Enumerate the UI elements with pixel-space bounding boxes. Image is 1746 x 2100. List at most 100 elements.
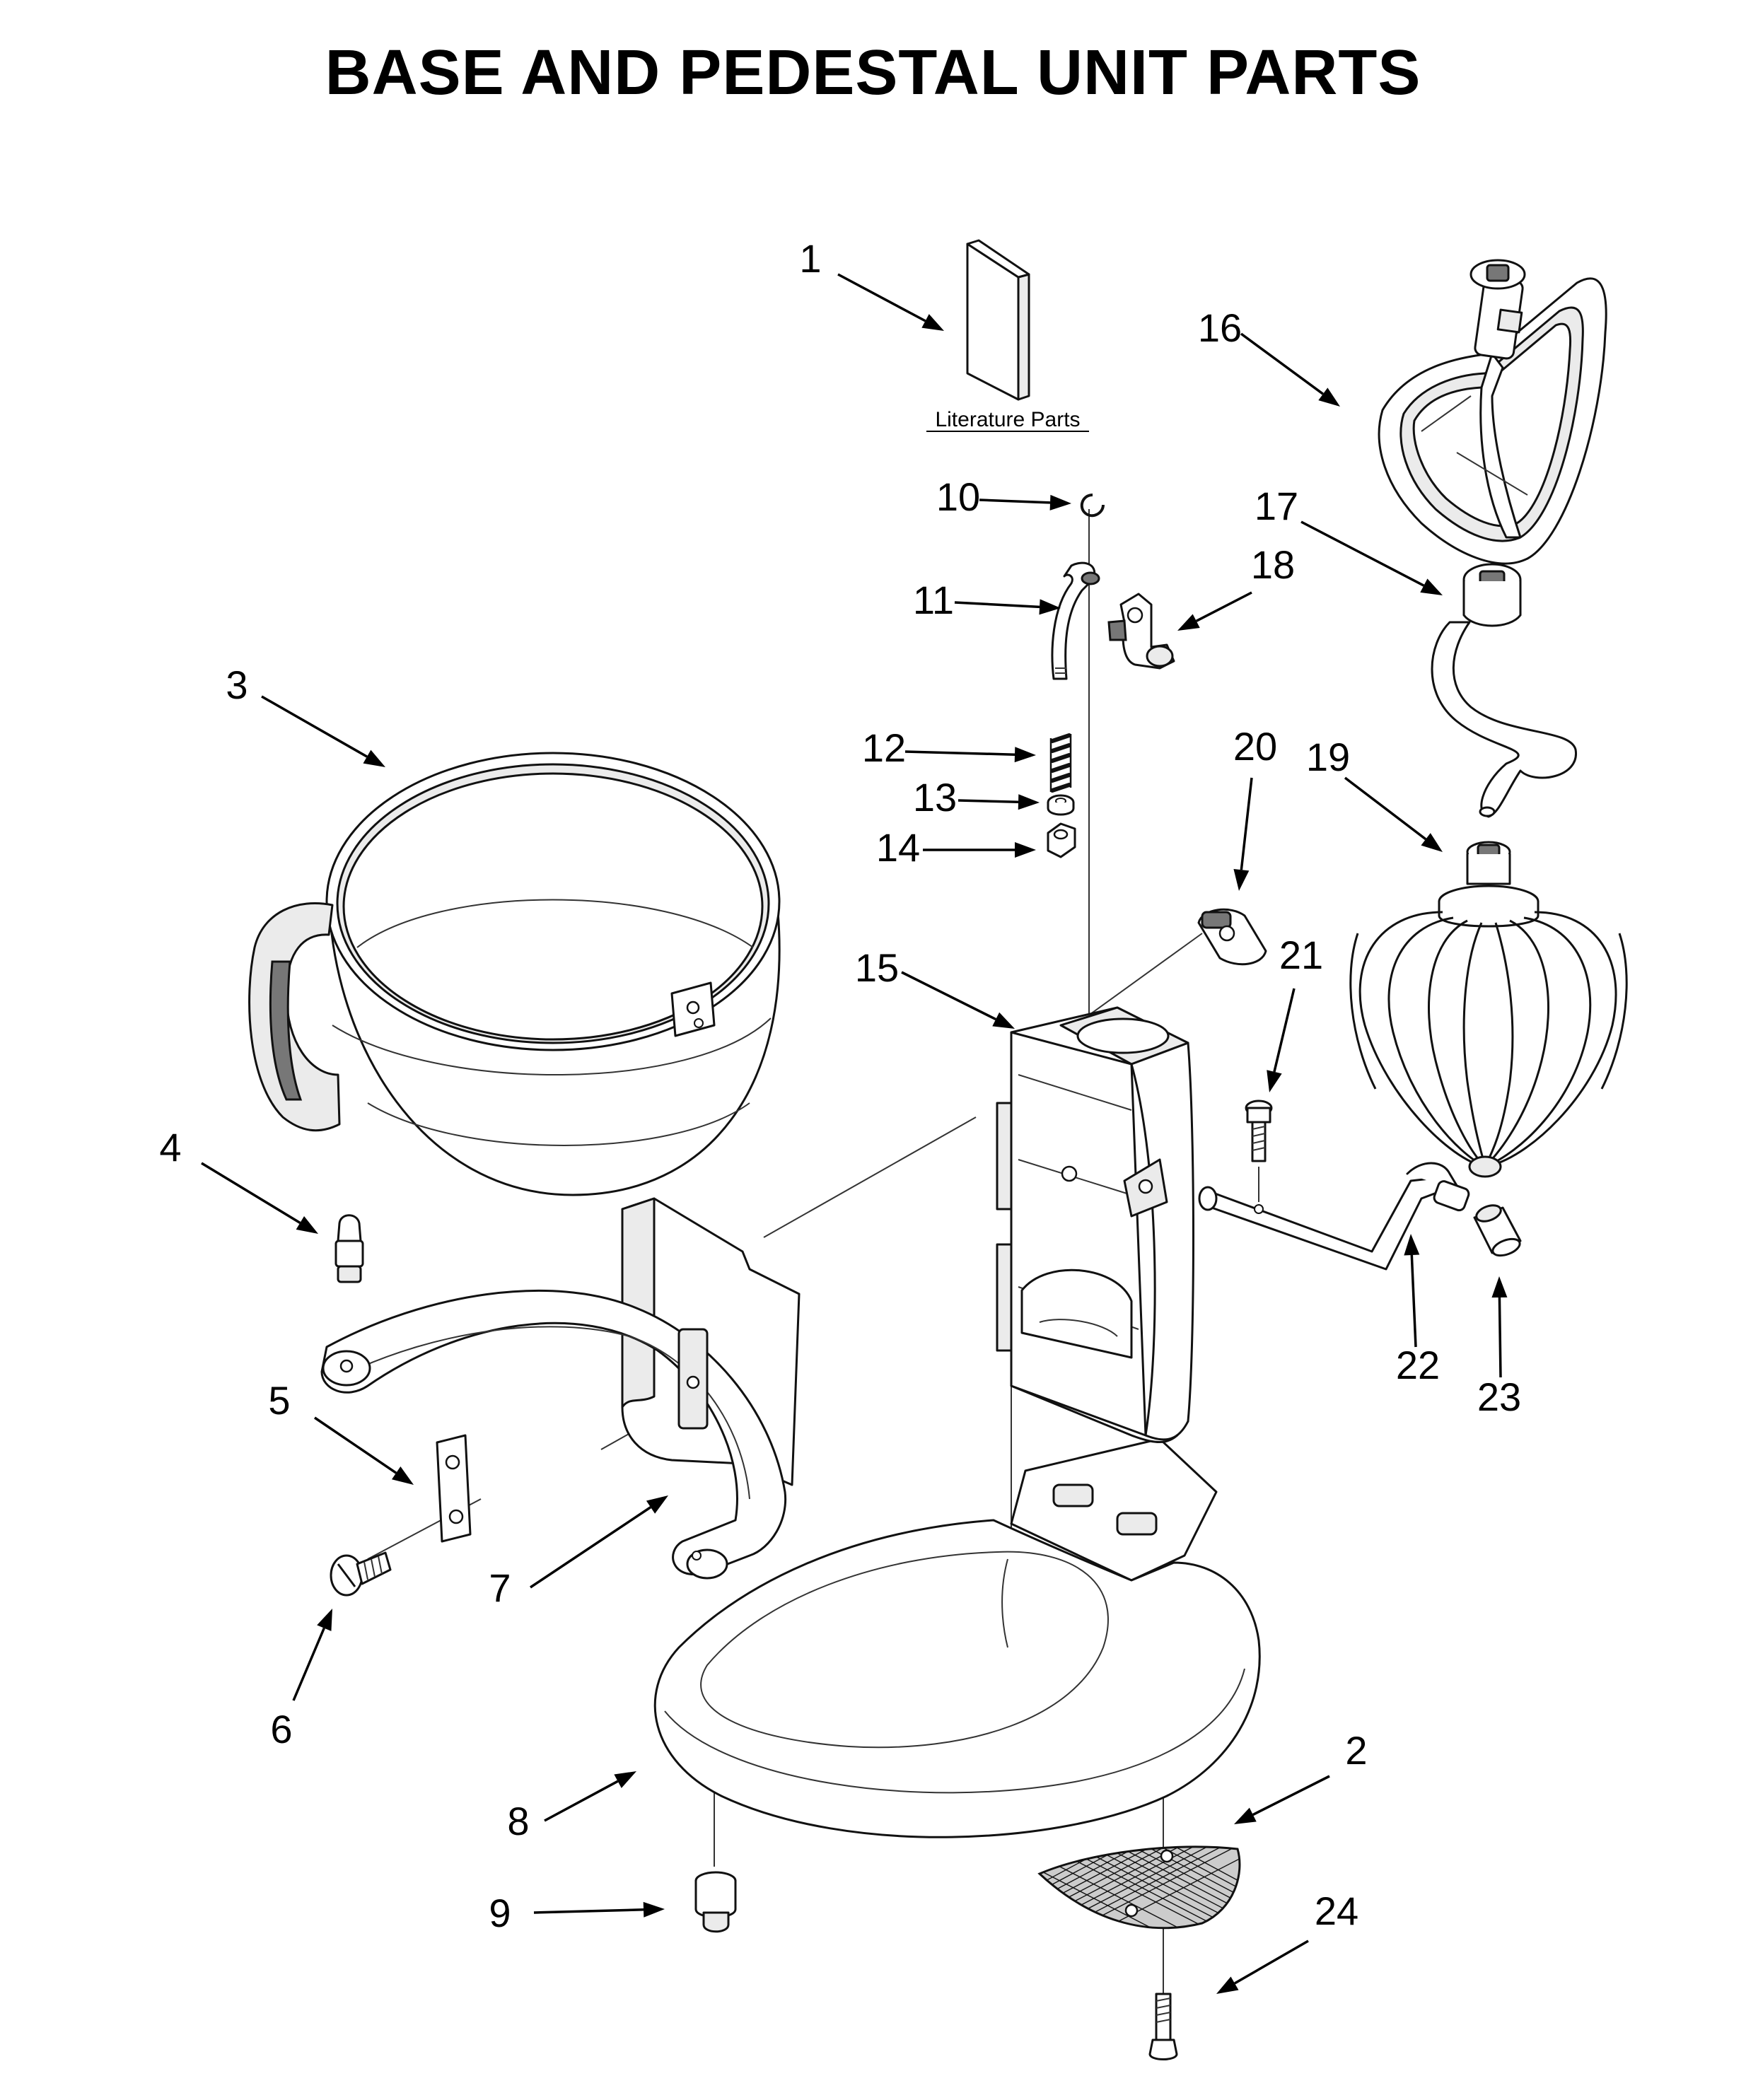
callout-9: 9 <box>489 1891 511 1935</box>
lift-rod <box>1051 561 1100 680</box>
leader-line-17 <box>1300 520 1425 587</box>
bowl-support-bracket <box>320 1197 801 1580</box>
leader-line-7 <box>530 1506 652 1589</box>
arrowhead-8 <box>614 1771 636 1788</box>
arrowhead-16 <box>1318 387 1340 407</box>
arrowhead-22 <box>1404 1234 1420 1256</box>
leader-line-3 <box>261 695 368 758</box>
callout-numbers: 1 2 3 4 5 6 7 8 9 10 11 12 13 14 15 16 1… <box>159 236 1521 1935</box>
pedestal-screw <box>1245 1099 1273 1162</box>
pedestal-lever <box>1197 908 1267 966</box>
leader-line-6 <box>292 1627 325 1701</box>
arrowhead-11 <box>1039 599 1061 615</box>
leader-line-10 <box>979 498 1051 504</box>
crank-knob <box>1473 1204 1522 1257</box>
leader-line-5 <box>314 1416 397 1474</box>
page-title: BASE AND PEDESTAL UNIT PARTS <box>325 37 1421 108</box>
callout-1: 1 <box>799 236 821 281</box>
mixer-base <box>653 1437 1261 1838</box>
arrowhead-4 <box>296 1216 318 1234</box>
callout-12: 12 <box>862 725 906 770</box>
arrowhead-15 <box>992 1012 1015 1029</box>
callout-4: 4 <box>159 1125 181 1169</box>
callout-23: 23 <box>1477 1375 1521 1419</box>
leader-line-15 <box>901 971 996 1021</box>
leader-line-1 <box>837 273 926 322</box>
arrowhead-1 <box>921 314 944 331</box>
callout-3: 3 <box>226 663 248 707</box>
callout-21: 21 <box>1279 933 1323 977</box>
callout-2: 2 <box>1345 1728 1367 1773</box>
arrowhead-12 <box>1014 747 1036 763</box>
callout-15: 15 <box>855 945 899 990</box>
arrowhead-17 <box>1420 578 1443 595</box>
leader-line-16 <box>1240 332 1324 395</box>
leader-line-21 <box>1273 988 1296 1073</box>
arrowhead-2 <box>1234 1807 1257 1824</box>
callout-5: 5 <box>268 1378 290 1423</box>
leader-line-24 <box>1234 1939 1309 1985</box>
arrowhead-18 <box>1177 614 1200 631</box>
leader-line-4 <box>201 1162 301 1224</box>
arrowhead-23 <box>1491 1276 1508 1298</box>
callout-16: 16 <box>1198 305 1242 350</box>
dough-hook <box>1431 563 1577 818</box>
leader-line-19 <box>1344 776 1427 841</box>
callout-19: 19 <box>1306 735 1350 779</box>
arrowhead-9 <box>643 1901 665 1918</box>
base-bolt <box>1148 1993 1178 2060</box>
callout-20: 20 <box>1233 724 1277 769</box>
mounting-plate <box>436 1434 472 1543</box>
leader-line-18 <box>1195 591 1252 622</box>
retaining-ring <box>1080 494 1105 518</box>
lift-washer <box>1047 794 1075 816</box>
arrowhead-14 <box>1015 842 1036 858</box>
leader-line-12 <box>904 750 1015 756</box>
lift-spring <box>1049 733 1072 793</box>
lift-nut <box>1047 822 1076 858</box>
callout-22: 22 <box>1396 1343 1440 1387</box>
arrowhead-7 <box>646 1495 668 1514</box>
leader-line-9 <box>533 1908 644 1914</box>
arrowhead-3 <box>363 749 385 767</box>
callout-8: 8 <box>507 1799 529 1843</box>
slotted-screw <box>330 1551 392 1597</box>
arrowhead-13 <box>1018 794 1040 810</box>
callout-24: 24 <box>1315 1889 1358 1933</box>
pedestal-column <box>996 1006 1194 1443</box>
arrowhead-20 <box>1233 868 1250 891</box>
leader-line-8 <box>544 1780 619 1822</box>
literature-parts: Literature Parts <box>926 239 1089 432</box>
wire-whip <box>1349 841 1628 1178</box>
leader-line-2 <box>1252 1775 1330 1816</box>
mixing-bowl <box>248 752 781 1196</box>
leader-line-22 <box>1410 1254 1417 1348</box>
callout-13: 13 <box>913 775 957 819</box>
rubber-foot <box>694 1871 737 1933</box>
literature-label: Literature Parts <box>935 408 1080 431</box>
bowl-pin <box>334 1214 364 1283</box>
arrowhead-24 <box>1216 1976 1239 1994</box>
arrowhead-5 <box>391 1466 414 1485</box>
arrowhead-6 <box>317 1609 332 1631</box>
leader-line-11 <box>954 601 1040 609</box>
leader-line-20 <box>1240 777 1253 870</box>
base-screen <box>1037 1845 1241 1930</box>
lift-bracket <box>1107 593 1175 670</box>
flat-beater <box>1378 259 1607 565</box>
callout-11: 11 <box>913 578 954 622</box>
leader-line-23 <box>1498 1297 1502 1378</box>
callout-17: 17 <box>1255 484 1298 528</box>
callout-14: 14 <box>876 825 920 870</box>
callout-10: 10 <box>936 474 980 519</box>
callout-7: 7 <box>489 1565 511 1610</box>
callout-6: 6 <box>270 1707 292 1751</box>
callout-leader-arrows <box>201 273 1508 1994</box>
arrowhead-21 <box>1267 1070 1282 1092</box>
leader-line-13 <box>958 799 1019 803</box>
arrowhead-19 <box>1421 833 1443 852</box>
arrowhead-10 <box>1049 494 1071 511</box>
callout-18: 18 <box>1251 542 1295 587</box>
